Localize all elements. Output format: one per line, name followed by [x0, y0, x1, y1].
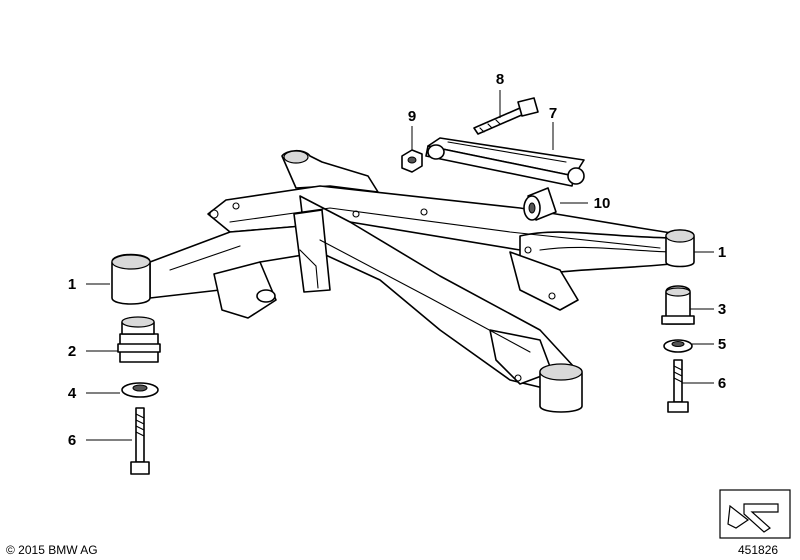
callout-9: 9	[408, 108, 416, 125]
long-bolt	[473, 97, 539, 135]
callout-2: 2	[68, 343, 76, 360]
callouts: 1 2 4 6 9 8 7 10 1 3 5 6	[68, 71, 726, 449]
washer-right	[663, 339, 693, 353]
callout-7: 7	[549, 105, 557, 122]
callout-1-left: 1	[68, 276, 76, 293]
copyright-text: © 2015 BMW AG	[6, 543, 98, 557]
rubber-mount-right	[661, 285, 695, 325]
bolt-left	[130, 407, 150, 475]
callout-10: 10	[594, 195, 611, 212]
bolt-right	[667, 359, 689, 413]
washer-left	[121, 382, 159, 398]
bushing	[523, 187, 557, 221]
leader-lines	[86, 90, 714, 441]
callout-5: 5	[718, 336, 726, 353]
callout-6-left: 6	[68, 432, 76, 449]
callout-1-right: 1	[718, 244, 726, 261]
direction-arrow-icon	[719, 489, 791, 539]
callout-6-right: 6	[718, 375, 726, 392]
rubber-mount-left	[117, 316, 161, 363]
callout-3: 3	[718, 301, 726, 318]
diagram-number: 451826	[738, 543, 778, 557]
link-bar	[425, 137, 585, 187]
callout-4: 4	[68, 385, 77, 402]
axle-carrier	[111, 149, 695, 413]
callout-8: 8	[496, 71, 504, 88]
nut	[401, 149, 423, 173]
